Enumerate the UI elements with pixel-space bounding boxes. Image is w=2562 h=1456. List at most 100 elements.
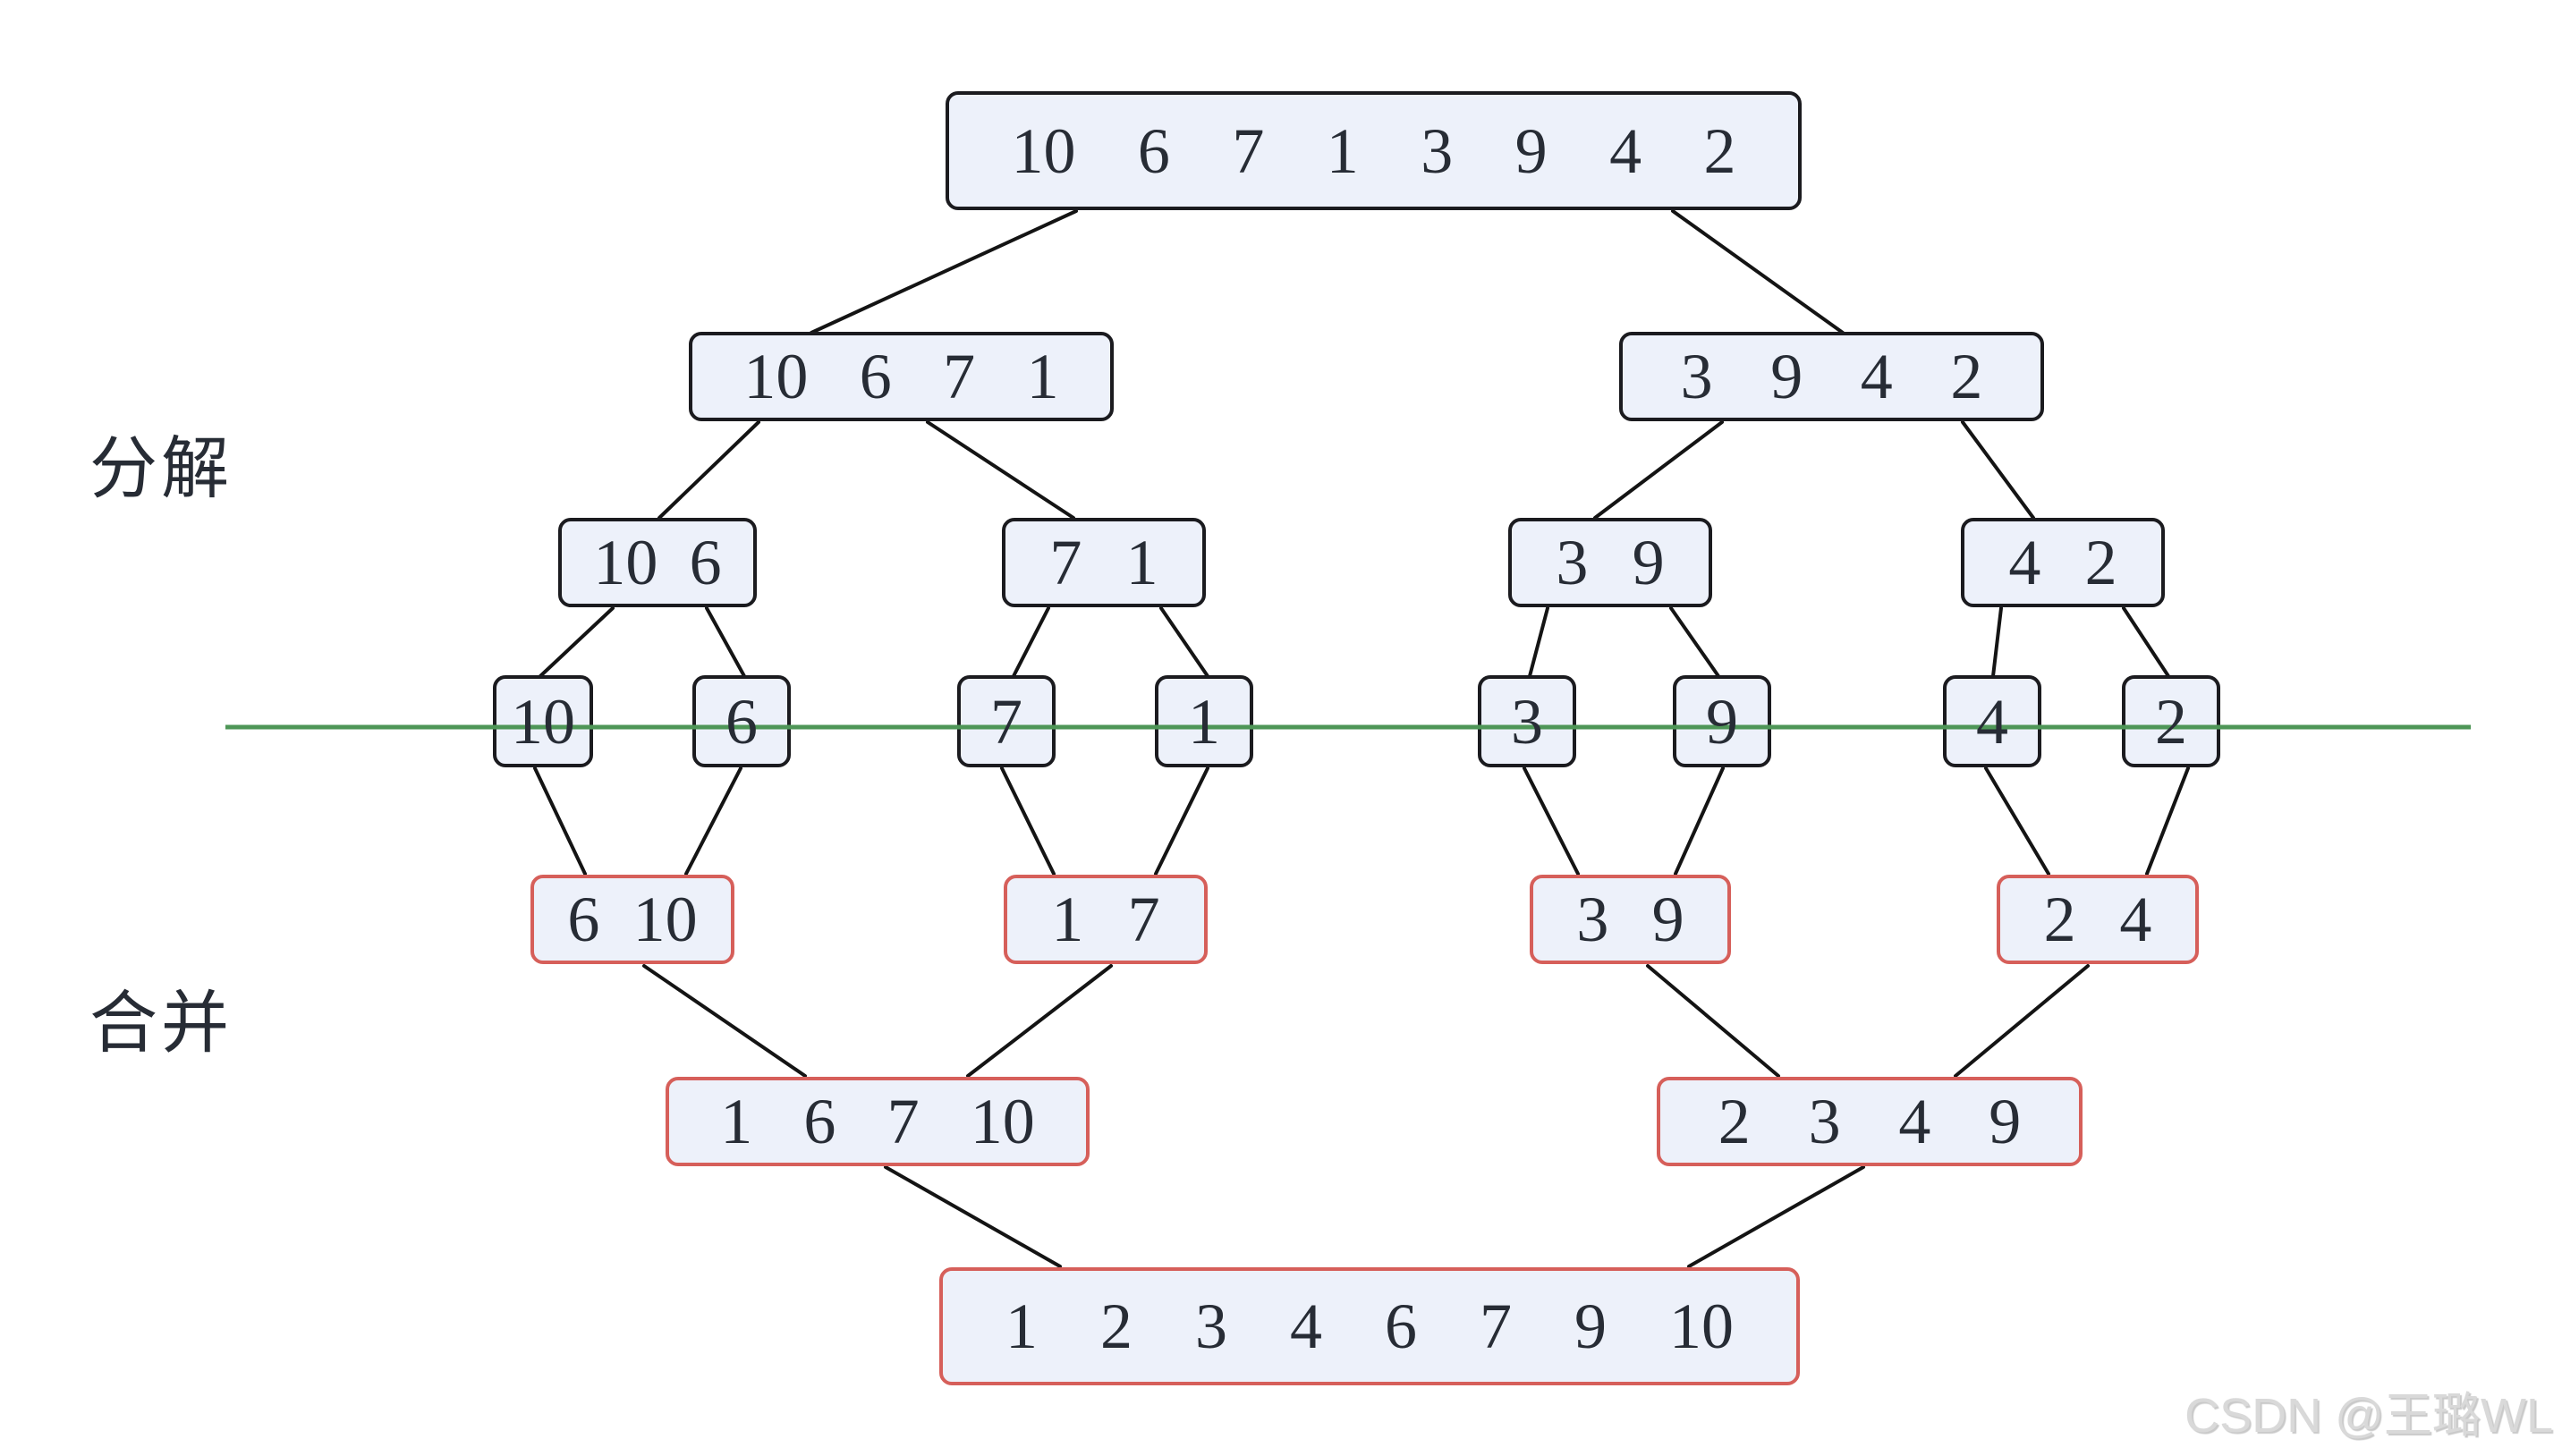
node-single-9: 9 <box>1673 675 1771 767</box>
array-value: 2 <box>2155 685 2187 758</box>
array-value: 3 <box>1576 884 1609 955</box>
array-value: 6 <box>725 685 758 758</box>
array-value: 4 <box>2008 527 2041 598</box>
connector-line <box>705 606 746 678</box>
array-value: 9 <box>1770 341 1803 412</box>
connector-line <box>1674 766 1725 876</box>
connector-line <box>1671 209 1845 334</box>
array-value: 6 <box>567 884 600 955</box>
connector-line <box>1523 766 1580 876</box>
array-value: 6 <box>859 341 892 412</box>
connector-line <box>966 964 1113 1078</box>
array-value: 4 <box>1976 685 2008 758</box>
array-value: 7 <box>1049 527 1082 598</box>
connector-line <box>2145 766 2190 876</box>
connector-line <box>642 964 807 1078</box>
array-value: 7 <box>887 1086 920 1157</box>
array-value: 3 <box>1808 1086 1841 1157</box>
array-value: 3 <box>1421 114 1454 187</box>
connector-line <box>810 209 1078 334</box>
watermark: CSDN @王璐WL <box>2184 1389 2553 1443</box>
label-merge: 合并 <box>89 986 233 1062</box>
array-value: 9 <box>1989 1086 2022 1157</box>
array-value: 10 <box>743 341 809 412</box>
array-value: 9 <box>1632 527 1665 598</box>
connector-line <box>1646 964 1780 1078</box>
array-value: 9 <box>1574 1291 1607 1362</box>
connector-line <box>684 766 742 876</box>
connector-line <box>1528 606 1549 678</box>
array-value: 2 <box>1100 1291 1133 1362</box>
array-value: 6 <box>689 527 722 598</box>
connector-line <box>657 420 760 520</box>
array-value: 10 <box>1669 1291 1734 1362</box>
connector-line <box>539 606 615 678</box>
array-value: 9 <box>1706 685 1738 758</box>
connector-line <box>1991 606 2003 678</box>
array-value: 10 <box>593 527 658 598</box>
connector-line <box>1000 766 1056 876</box>
connector-line <box>1159 606 1209 678</box>
node-pair-10-6: 10 6 <box>558 518 757 607</box>
connector-line <box>926 420 1075 520</box>
array-value: 4 <box>2119 884 2152 955</box>
node-single-6: 6 <box>692 675 791 767</box>
connector-line <box>1687 1165 1865 1268</box>
node-single-10: 10 <box>493 675 593 767</box>
array-value: 7 <box>1232 114 1265 187</box>
array-value: 3 <box>1511 685 1543 758</box>
array-value: 3 <box>1556 527 1589 598</box>
array-value: 1 <box>1125 527 1158 598</box>
array-value: 10 <box>632 884 698 955</box>
connector-line <box>1961 420 2035 520</box>
connector-line <box>884 1165 1062 1268</box>
array-value: 7 <box>1480 1291 1512 1362</box>
array-value: 10 <box>511 685 575 758</box>
node-single-4: 4 <box>1943 675 2041 767</box>
node-single-7: 7 <box>957 675 1056 767</box>
array-value: 7 <box>1127 884 1160 955</box>
array-value: 2 <box>1703 114 1736 187</box>
array-value: 2 <box>2084 527 2117 598</box>
array-value: 9 <box>1651 884 1684 955</box>
connector-line <box>533 766 587 876</box>
array-value: 10 <box>1011 114 1076 187</box>
node-single-2: 2 <box>2122 675 2220 767</box>
connector-line <box>1012 606 1050 678</box>
array-value: 1 <box>720 1086 753 1157</box>
node-merged-6-10: 6 10 <box>530 875 734 964</box>
array-value: 7 <box>990 685 1022 758</box>
array-value: 4 <box>1290 1291 1322 1362</box>
array-value: 9 <box>1514 114 1548 187</box>
node-single-3: 3 <box>1478 675 1576 767</box>
connector-line <box>1984 766 2050 876</box>
connector-line <box>2122 606 2170 678</box>
array-value: 4 <box>1609 114 1642 187</box>
array-value: 4 <box>1860 341 1893 412</box>
connector-line <box>1669 606 1720 678</box>
array-value: 2 <box>2043 884 2076 955</box>
array-value: 4 <box>1898 1086 1931 1157</box>
connector-line <box>1954 964 2090 1078</box>
array-value: 1 <box>1188 685 1220 758</box>
connector-line <box>1154 766 1209 876</box>
array-value: 3 <box>1195 1291 1227 1362</box>
array-value: 2 <box>1718 1086 1751 1157</box>
array-value: 6 <box>1137 114 1170 187</box>
label-decompose: 分解 <box>89 431 233 507</box>
array-value: 1 <box>1326 114 1359 187</box>
